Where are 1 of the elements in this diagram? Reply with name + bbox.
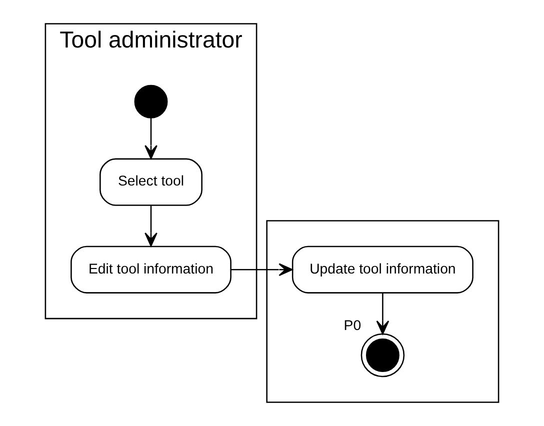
node-label: P0 [344, 316, 362, 333]
